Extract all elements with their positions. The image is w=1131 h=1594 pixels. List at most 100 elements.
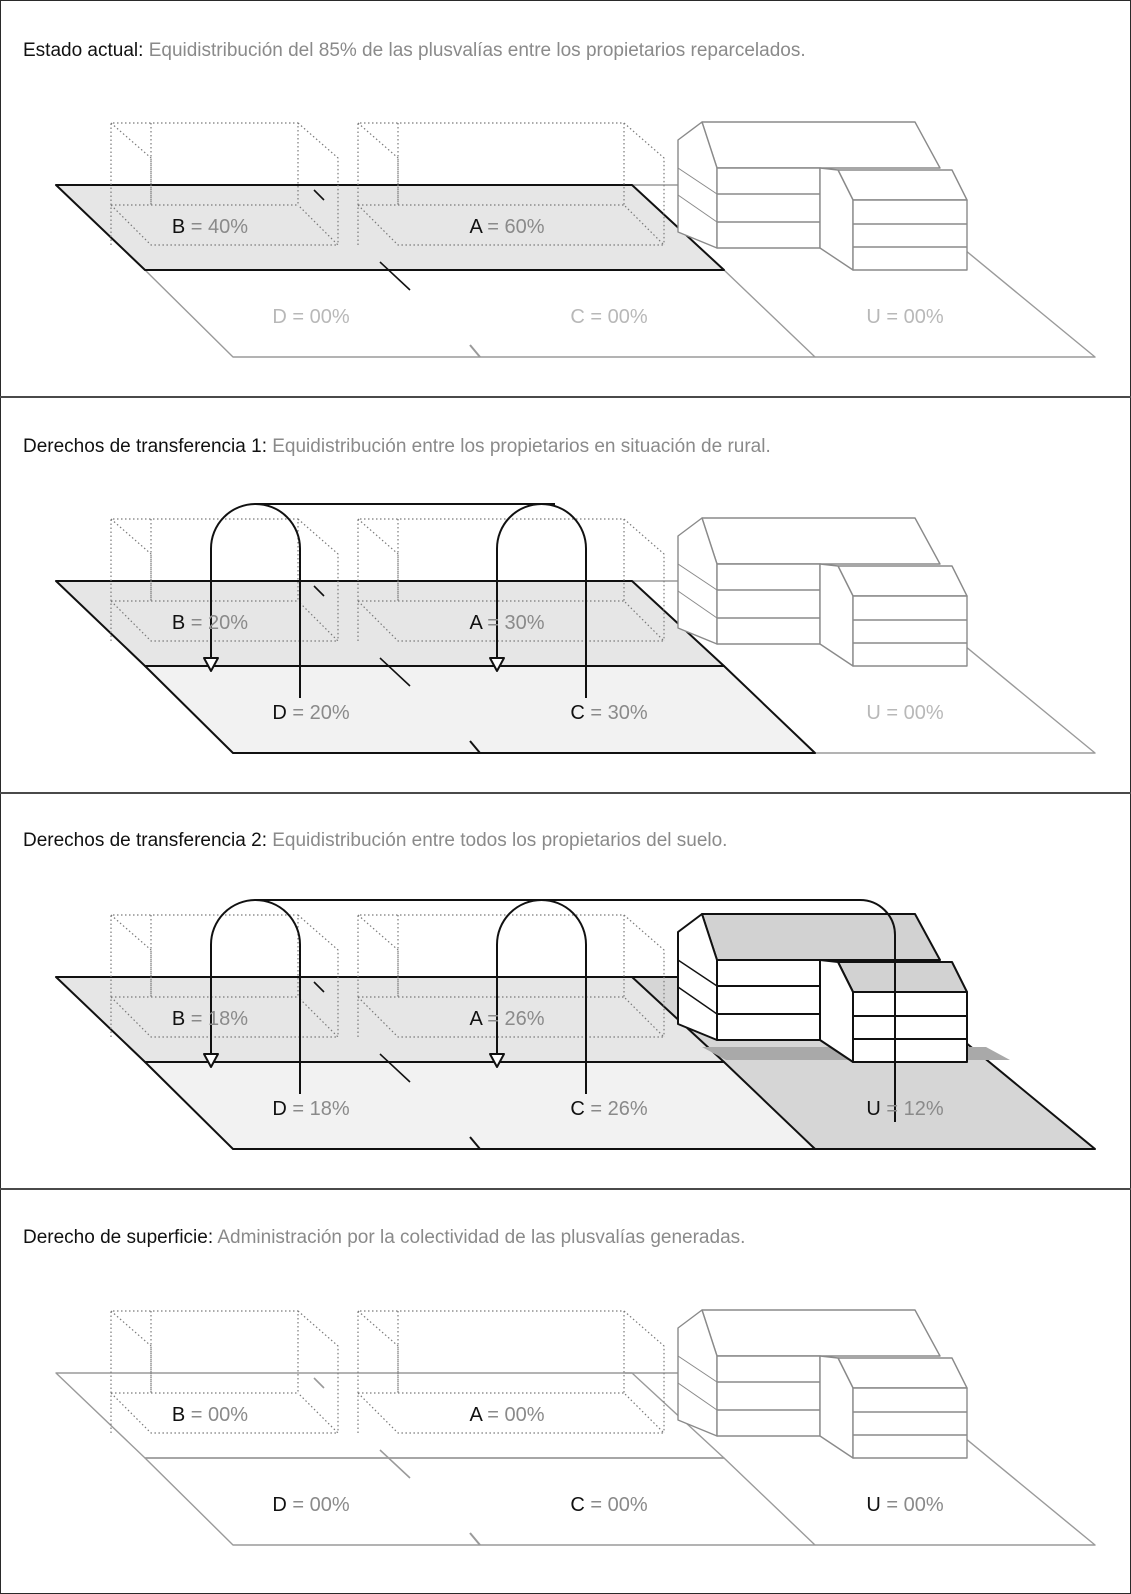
parcel-value: = 18% xyxy=(185,1008,248,1030)
parcel-label-u: U = 00% xyxy=(866,1494,943,1516)
parcel-diagram: B = 20%A = 30%D = 20%C = 30%U = 00% xyxy=(55,503,1096,754)
parcel-value: = 00% xyxy=(482,1404,545,1426)
parcel-label-u: U = 12% xyxy=(866,1098,943,1120)
building-roof xyxy=(837,961,968,993)
parcel-divider-tick xyxy=(379,1449,411,1479)
arrowhead xyxy=(203,657,219,672)
panel-derechos-transferencia-1: Derechos de transferencia 1: Equidistrib… xyxy=(0,0,1131,754)
parcel-band-upper xyxy=(55,184,725,271)
parcel-letter: U xyxy=(866,306,880,328)
parcel-letter: B xyxy=(172,1008,185,1030)
parcel-letter: U xyxy=(866,702,880,724)
building-front xyxy=(716,563,821,645)
parcel-label-c: C = 00% xyxy=(570,306,647,328)
panel-heading: Derechos de transferencia 2: Equidistrib… xyxy=(23,830,727,852)
parcel-value: = 00% xyxy=(585,1494,648,1516)
building-front xyxy=(852,991,968,1063)
panel-heading: Derecho de superficie: Administración po… xyxy=(23,1227,745,1249)
ghost-house-outline xyxy=(357,122,665,246)
parcel-divider-tick xyxy=(379,261,411,291)
parcel-letter: U xyxy=(866,1098,880,1120)
parcel-letter: C xyxy=(570,1494,584,1516)
parcel-label-d: D = 18% xyxy=(272,1098,349,1120)
panel-heading: Derechos de transferencia 1: Equidistrib… xyxy=(23,436,771,458)
parcel-value: = 00% xyxy=(287,1494,350,1516)
parcel-label-c: C = 26% xyxy=(570,1098,647,1120)
parcel-letter: D xyxy=(272,1494,286,1516)
parcel-letter: B xyxy=(172,612,185,634)
parcel-label-d: D = 00% xyxy=(272,306,349,328)
parcel-band-upper xyxy=(55,1372,725,1459)
building-floor-line xyxy=(677,590,718,619)
building-front xyxy=(716,1355,821,1437)
building-floor-line xyxy=(677,194,718,223)
parcel-value: = 12% xyxy=(881,1098,944,1120)
parcel-band-upper xyxy=(55,580,725,667)
building-roof xyxy=(701,913,941,961)
parcel-letter: A xyxy=(469,612,483,634)
parcel-divider-tick xyxy=(313,189,325,201)
parcel-diagram: B = 00%A = 00%D = 00%C = 00%U = 00% xyxy=(55,1309,1096,1546)
parcel-band-lower xyxy=(144,1061,816,1150)
heading-title: Derechos de transferencia 1: xyxy=(23,436,267,457)
parcel-value: = 20% xyxy=(185,612,248,634)
parcel-divider-tick xyxy=(469,740,481,754)
parcel-letter: B xyxy=(172,216,185,238)
parcel-label-b: B = 20% xyxy=(172,612,248,634)
building-front xyxy=(852,1387,968,1459)
parcel-letter: C xyxy=(570,702,584,724)
parcel-value: = 00% xyxy=(881,702,944,724)
parcel-letter: A xyxy=(469,1404,483,1426)
arrowhead xyxy=(489,657,505,672)
parcel-label-b: B = 18% xyxy=(172,1008,248,1030)
parcel-letter: U xyxy=(866,1494,880,1516)
parcel-band-lower xyxy=(144,1457,816,1546)
parcel-letter: A xyxy=(469,1008,483,1030)
building-floor-line xyxy=(677,1355,718,1383)
ghost-house-outline xyxy=(110,914,339,1038)
transfer-link-U xyxy=(550,899,896,1122)
panel-derecho-superficie: Derecho de superficie: Administración po… xyxy=(0,0,1131,1546)
parcel-label-b: B = 40% xyxy=(172,216,248,238)
parcel-label-u: U = 00% xyxy=(866,306,943,328)
parcel-divider-tick xyxy=(313,585,325,597)
parcel-letter: C xyxy=(570,1098,584,1120)
heading-description: Administración por la colectividad de la… xyxy=(217,1227,746,1248)
panel-divider xyxy=(0,396,1131,398)
parcel-letter: C xyxy=(570,306,584,328)
parcel-divider-tick xyxy=(379,657,411,687)
arrowhead xyxy=(489,1053,505,1068)
parcel-label-u: U = 00% xyxy=(866,702,943,724)
parcel-letter: D xyxy=(272,1098,286,1120)
heading-description: Equidistribución entre todos los propiet… xyxy=(272,830,728,851)
parcel-label-d: D = 00% xyxy=(272,1494,349,1516)
building-front xyxy=(852,595,968,667)
arrowhead xyxy=(203,1053,219,1068)
parcel-value: = 00% xyxy=(881,1494,944,1516)
ghost-house-outline xyxy=(110,122,339,246)
building-floor-line xyxy=(677,986,718,1015)
ghost-house-outline xyxy=(357,518,665,642)
panel-derechos-transferencia-2: Derechos de transferencia 2: Equidistrib… xyxy=(0,0,1131,1150)
parcel-value: = 40% xyxy=(185,216,248,238)
ghost-house-outline xyxy=(110,1310,339,1434)
parcel-label-a: A = 00% xyxy=(469,1404,544,1426)
parcel-divider-tick xyxy=(469,344,481,358)
building-floor-line xyxy=(677,959,718,987)
parcel-band-lower xyxy=(144,665,816,754)
ghost-house-outline xyxy=(110,518,339,642)
heading-description: Equidistribución del 85% de las plusvalí… xyxy=(148,40,806,61)
parcel-letter: D xyxy=(272,702,286,724)
heading-title: Estado actual: xyxy=(23,40,144,61)
ghost-house-outline xyxy=(357,914,665,1038)
parcel-value: = 00% xyxy=(185,1404,248,1426)
parcel-value: = 00% xyxy=(585,306,648,328)
parcel-value: = 26% xyxy=(585,1098,648,1120)
parcel-divider-tick xyxy=(469,1136,481,1150)
parcel-diagram: B = 18% A = 26% D = 18% C = 26% U = 12% xyxy=(55,899,1096,1150)
panel-heading: Estado actual: Equidistribución del 85% … xyxy=(23,40,806,62)
building-roof xyxy=(837,1357,968,1389)
parcel-band-upper xyxy=(55,976,725,1063)
parcel-value: = 18% xyxy=(287,1098,350,1120)
parcel-letter: D xyxy=(272,306,286,328)
